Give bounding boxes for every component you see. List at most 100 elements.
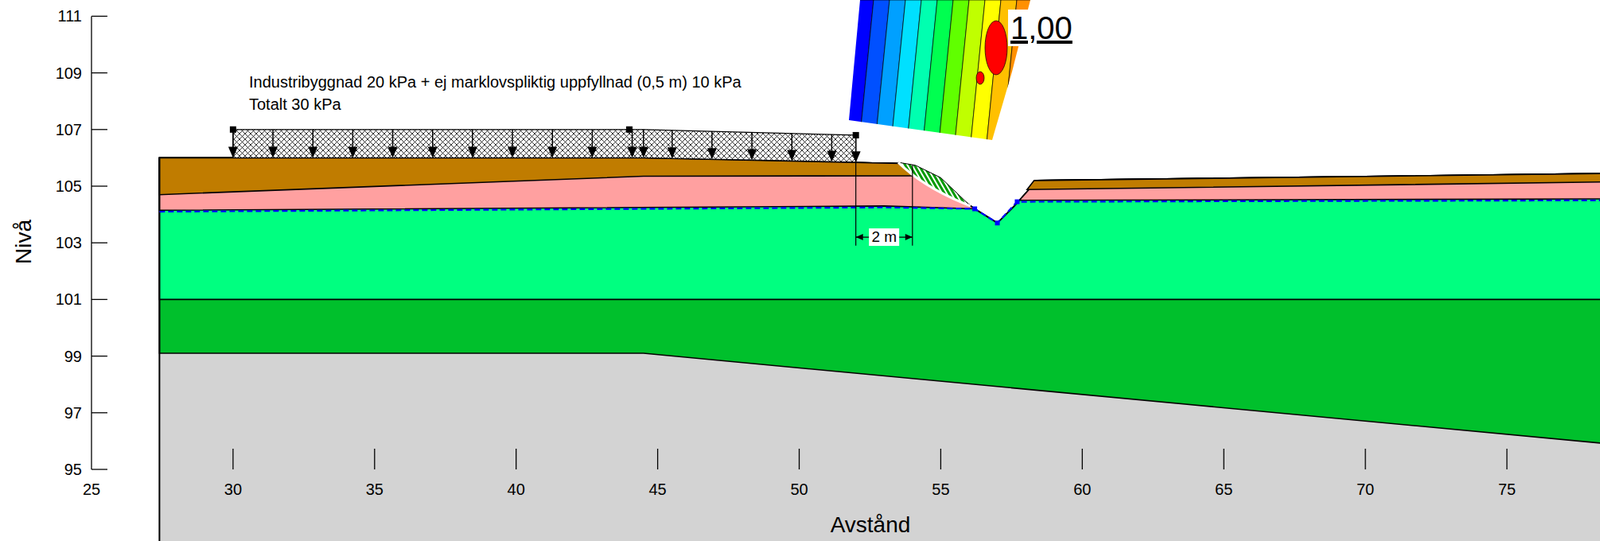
load-arrow xyxy=(831,134,834,152)
slip-wedge xyxy=(898,162,971,207)
y-tick-label: 103 xyxy=(55,233,82,253)
y-tick-label: 95 xyxy=(64,460,82,479)
x-tick-label: 50 xyxy=(790,480,808,499)
load-arrowhead xyxy=(268,146,278,158)
x-tick-label: 60 xyxy=(1073,480,1091,499)
load-arrow xyxy=(642,129,645,149)
slip-surface xyxy=(898,162,971,207)
load-arrowhead xyxy=(467,146,478,158)
load-arrowhead xyxy=(587,146,597,158)
y-tick xyxy=(91,355,108,357)
water-point xyxy=(972,206,978,211)
y-tick-label: 101 xyxy=(55,290,82,309)
load-arrowhead xyxy=(851,151,861,163)
y-tick-label: 111 xyxy=(58,7,82,26)
load-point xyxy=(852,132,860,139)
dimension-arrow xyxy=(905,233,913,241)
x-tick xyxy=(798,448,800,470)
load-arrow xyxy=(432,129,434,149)
fill-layer xyxy=(1027,173,1600,190)
y-tick-label: 109 xyxy=(55,63,82,82)
load-arrowhead xyxy=(307,146,318,158)
load-arrowhead xyxy=(786,150,797,162)
x-tick xyxy=(1082,448,1083,470)
load-arrow xyxy=(272,129,274,149)
water-table xyxy=(159,200,1600,223)
load-arrow xyxy=(790,133,793,152)
bedrock-layer xyxy=(159,157,1600,541)
x-tick xyxy=(232,448,234,470)
y-tick xyxy=(91,242,108,244)
x-tick-label: 55 xyxy=(931,480,950,499)
y-tick-label: 99 xyxy=(64,346,82,366)
x-tick-label: 25 xyxy=(82,480,101,499)
x-tick-label: 65 xyxy=(1214,480,1233,499)
y-tick xyxy=(91,412,108,413)
y-tick xyxy=(91,299,108,300)
load-arrowhead xyxy=(547,146,557,158)
load-arrow xyxy=(392,129,394,149)
water-point xyxy=(995,220,1001,226)
dimension-line xyxy=(911,164,913,246)
load-arrowhead xyxy=(627,146,638,158)
load-arrow xyxy=(471,129,474,149)
x-tick xyxy=(940,448,942,470)
load-note: Totalt 30 kPa xyxy=(249,95,342,114)
load-arrow xyxy=(511,129,514,149)
load-arrowhead xyxy=(228,146,238,158)
load-point xyxy=(229,126,237,133)
y-tick xyxy=(91,128,108,130)
load-arrowhead xyxy=(507,146,518,158)
load-arrow xyxy=(671,130,674,149)
dense-clay-layer xyxy=(159,157,1600,444)
dimension-arrow xyxy=(856,233,864,241)
x-tick-label: 45 xyxy=(648,480,666,499)
load-arrowhead xyxy=(667,147,678,159)
load-point xyxy=(626,126,633,133)
load-arrowhead xyxy=(347,146,358,158)
x-tick xyxy=(515,448,517,470)
axis-title: Avstånd xyxy=(830,512,911,538)
load-arrow xyxy=(591,129,594,149)
x-tick-label: 75 xyxy=(1498,480,1516,499)
clay-layer xyxy=(159,157,1600,300)
fill-layer xyxy=(159,157,925,195)
y-tick xyxy=(91,72,108,74)
dry-crust-layer xyxy=(159,157,1600,223)
water-point xyxy=(1014,199,1020,205)
y-tick-label: 105 xyxy=(55,177,82,196)
dimension-line xyxy=(855,162,857,246)
critical-zone xyxy=(984,20,1008,75)
x-tick xyxy=(373,448,375,470)
y-tick xyxy=(91,468,108,470)
surface-load xyxy=(233,129,857,163)
y-tick xyxy=(91,185,108,187)
safety-factor: 1,00 xyxy=(1008,9,1075,47)
dimension-label: 2 m xyxy=(868,228,900,246)
load-arrowhead xyxy=(428,146,438,158)
axis-title: Nivå xyxy=(11,219,37,265)
x-tick-label: 40 xyxy=(507,480,526,499)
critical-zone xyxy=(976,71,985,85)
load-arrow xyxy=(711,131,713,150)
x-tick-label: 30 xyxy=(224,480,242,499)
load-arrowhead xyxy=(826,151,837,163)
x-tick xyxy=(1364,448,1366,470)
x-tick xyxy=(1506,448,1507,470)
x-tick-label: 35 xyxy=(365,480,384,499)
load-arrowhead xyxy=(747,148,757,160)
y-tick-label: 107 xyxy=(55,120,82,139)
load-arrow xyxy=(311,129,314,149)
load-arrow xyxy=(551,129,553,149)
load-arrow xyxy=(751,132,753,151)
x-tick xyxy=(657,448,658,470)
load-arrowhead xyxy=(707,147,717,160)
load-note: Industribyggnad 20 kPa + ej marklovsplik… xyxy=(249,73,742,92)
load-arrowhead xyxy=(638,146,649,158)
x-tick xyxy=(1223,448,1225,470)
y-tick-label: 97 xyxy=(64,403,82,422)
load-arrow xyxy=(352,129,355,149)
model-boundary xyxy=(158,157,160,541)
